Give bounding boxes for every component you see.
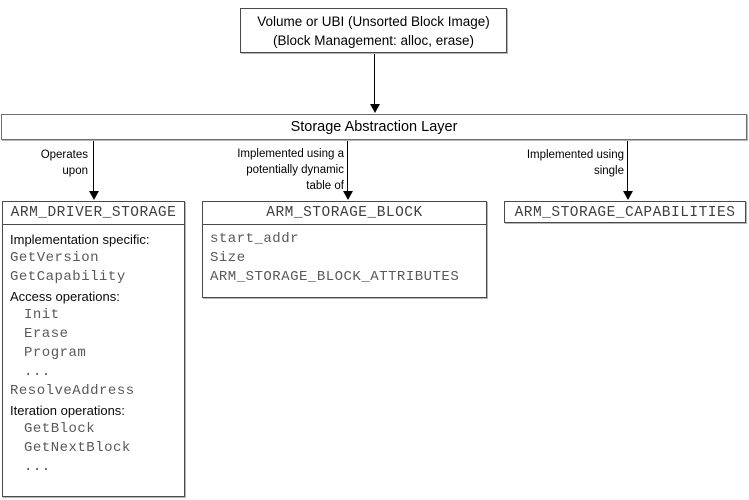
arm-storage-block-box: ARM_STORAGE_BLOCK start_addr Size ARM_ST… (202, 201, 487, 298)
driver-box-line: GetCapability (10, 269, 126, 285)
driver-box-line: Program (24, 345, 87, 361)
driver-box-line: Access operations: (10, 289, 120, 304)
edge-label-line: Implemented using a (237, 148, 344, 160)
volume-ubi-line2: (Block Management: alloc, erase) (272, 32, 475, 48)
volume-ubi-box: Volume or UBI (Unsorted Block Image) (Bl… (240, 8, 507, 53)
block-box-field: Size (210, 250, 246, 266)
arm-driver-storage-body: Implementation specific: GetVersion GetC… (3, 225, 184, 477)
driver-box-line: ResolveAddress (10, 383, 135, 399)
arm-storage-block-title: ARM_STORAGE_BLOCK (203, 202, 486, 225)
driver-box-line: GetBlock (24, 421, 96, 437)
storage-abstraction-layer-title: Storage Abstraction Layer (290, 119, 458, 135)
arrow-sal-to-block (342, 141, 353, 200)
arm-driver-storage-title: ARM_DRIVER_STORAGE (3, 202, 184, 225)
arm-storage-capabilities-title: ARM_STORAGE_CAPABILITIES (514, 205, 736, 221)
driver-box-line: Erase (24, 326, 69, 342)
arrow-sal-to-capabilities (622, 141, 633, 200)
driver-box-line: ... (24, 364, 51, 380)
edge-label-line: table of (306, 180, 344, 192)
edge-label-operates-upon: Operates upon (18, 147, 88, 179)
arm-storage-capabilities-box: ARM_STORAGE_CAPABILITIES (504, 201, 746, 223)
arm-storage-block-body: start_addr Size ARM_STORAGE_BLOCK_ATTRIB… (203, 225, 486, 287)
edge-label-line: single (593, 165, 624, 177)
edge-label-line: Implemented using (526, 149, 624, 161)
edge-label-line: Operates (40, 149, 88, 161)
block-box-field: ARM_STORAGE_BLOCK_ATTRIBUTES (210, 269, 460, 285)
block-box-field: start_addr (210, 231, 300, 247)
driver-box-line: Init (24, 307, 60, 323)
storage-abstraction-layer-box: Storage Abstraction Layer (1, 114, 747, 140)
edge-label-single: Implemented using single (500, 147, 624, 179)
edge-label-line: potentially dynamic (246, 164, 344, 176)
arrow-volume-to-sal (369, 54, 380, 113)
driver-box-line: GetVersion (10, 250, 100, 266)
arrow-sal-to-driver (88, 141, 99, 200)
arm-driver-storage-box: ARM_DRIVER_STORAGE Implementation specif… (2, 201, 185, 497)
edge-label-dynamic-table: Implemented using a potentially dynamic … (228, 146, 344, 194)
driver-box-line: GetNextBlock (24, 440, 131, 456)
driver-box-line: ... (24, 459, 51, 475)
volume-ubi-line1: Volume or UBI (Unsorted Block Image) (257, 13, 490, 29)
driver-box-line: Implementation specific: (10, 232, 150, 247)
edge-label-line: upon (62, 165, 88, 177)
driver-box-line: Iteration operations: (10, 403, 125, 418)
